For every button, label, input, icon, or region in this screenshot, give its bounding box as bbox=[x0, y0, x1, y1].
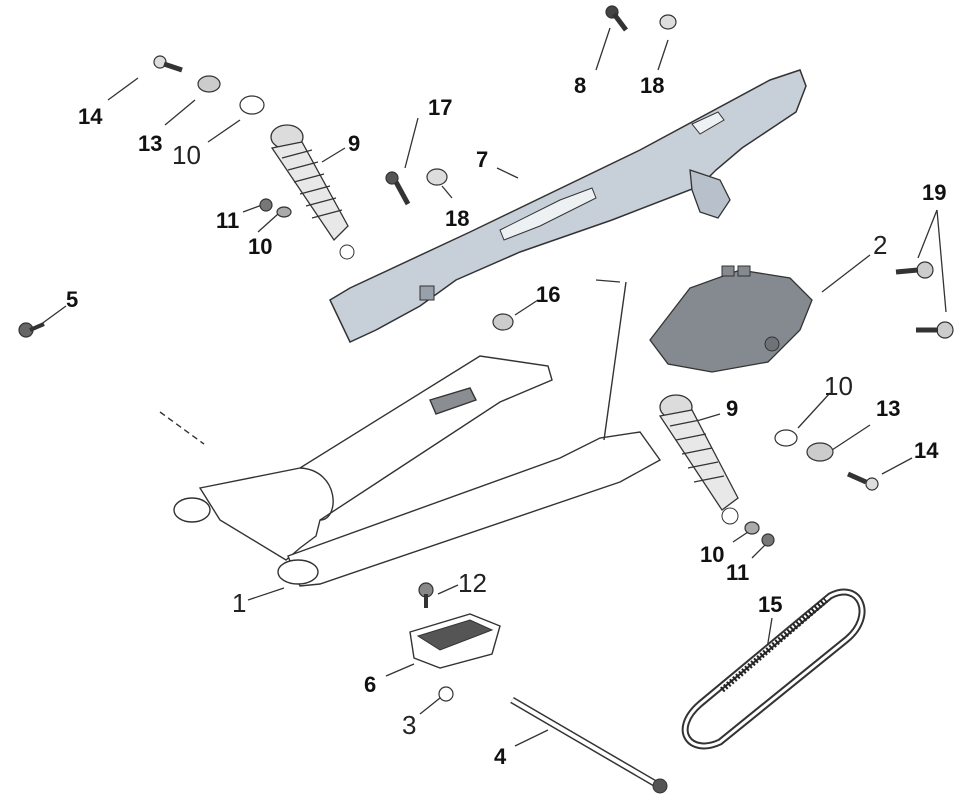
bolt-14-top bbox=[153, 55, 183, 73]
callout-11: 11 bbox=[726, 560, 750, 585]
nut-11-left bbox=[259, 198, 273, 212]
callout-10: 10 bbox=[824, 371, 853, 401]
callout-13: 13 bbox=[876, 396, 901, 421]
nut-16 bbox=[492, 313, 514, 331]
callout-10: 10 bbox=[248, 234, 273, 259]
callout-14: 14 bbox=[914, 438, 939, 463]
bolt-8 bbox=[605, 5, 628, 32]
callout-7: 7 bbox=[476, 147, 489, 172]
rear-axle bbox=[510, 696, 668, 794]
callout-9: 9 bbox=[348, 131, 361, 156]
callout-1: 1 bbox=[232, 588, 247, 618]
callout-8: 8 bbox=[574, 73, 587, 98]
washer-13-right bbox=[806, 442, 834, 462]
washer-10-top bbox=[239, 95, 265, 115]
bolt-5 bbox=[18, 322, 45, 338]
nut-3 bbox=[438, 686, 454, 702]
chain-slider bbox=[409, 613, 501, 669]
leader-lines bbox=[39, 27, 947, 747]
shock-absorber-left bbox=[270, 124, 355, 260]
callout-13: 13 bbox=[138, 131, 163, 156]
callout-16: 16 bbox=[536, 282, 561, 307]
callout-11: 11 bbox=[216, 208, 240, 233]
callout-2: 2 bbox=[873, 230, 888, 260]
washer-18-top bbox=[659, 14, 677, 30]
callout-19: 19 bbox=[922, 180, 947, 205]
callout-17: 17 bbox=[428, 95, 453, 120]
drive-chain bbox=[681, 588, 866, 750]
shock-absorber-right bbox=[658, 394, 739, 525]
washer-18-mid bbox=[426, 168, 448, 186]
washer-13-top bbox=[197, 75, 221, 93]
swing-arm bbox=[159, 281, 662, 587]
chain-guard-cover bbox=[329, 69, 807, 343]
callout-18: 18 bbox=[640, 73, 665, 98]
callout-15: 15 bbox=[758, 592, 783, 617]
callout-3: 3 bbox=[402, 710, 417, 740]
callout-4: 4 bbox=[494, 744, 507, 769]
washer-10-right bbox=[774, 429, 798, 447]
callout-12: 12 bbox=[458, 568, 487, 598]
callout-18: 18 bbox=[445, 206, 470, 231]
washer-10-lower bbox=[744, 521, 760, 535]
callout-14: 14 bbox=[78, 104, 103, 129]
callout-5: 5 bbox=[66, 287, 79, 312]
nut-11-lower bbox=[761, 533, 775, 547]
callout-6: 6 bbox=[364, 672, 377, 697]
bolt-17 bbox=[385, 171, 411, 206]
callout-9: 9 bbox=[726, 396, 739, 421]
hardware bbox=[18, 5, 954, 702]
bolt-19-lower bbox=[916, 321, 954, 339]
bolt-19-upper bbox=[895, 261, 934, 279]
callout-10: 10 bbox=[700, 542, 725, 567]
sprocket-cover bbox=[649, 265, 813, 373]
callout-10: 10 bbox=[172, 140, 201, 170]
bolt-12 bbox=[418, 582, 434, 608]
bolt-14-right bbox=[846, 471, 879, 491]
washer-10-left bbox=[276, 206, 292, 218]
